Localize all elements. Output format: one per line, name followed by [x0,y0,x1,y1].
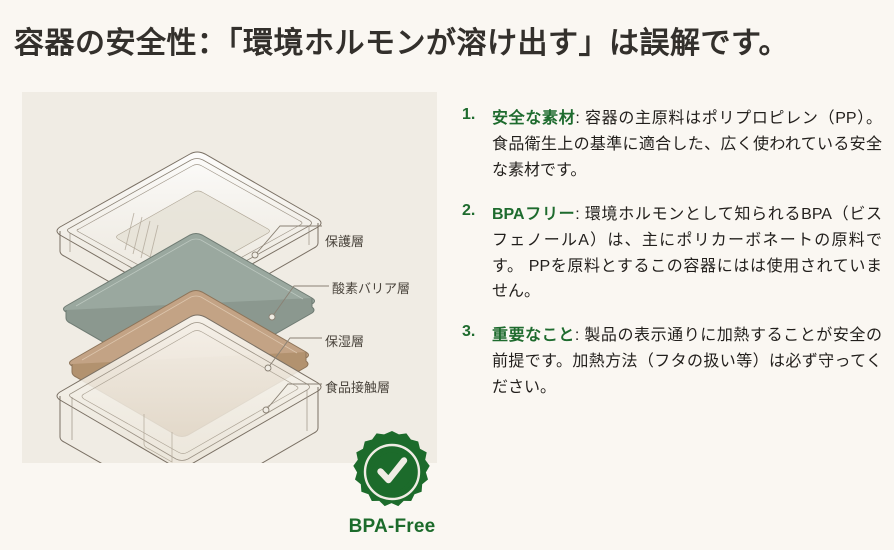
list-item-text: 環境ホルモンとして知られるBPA（ビスフェノールA）は、主にポリカーボネートの原… [492,205,882,301]
list-item-body: 重要なこと: 製品の表示通りに加熱することが安全の前提です。加熱方法（フタの扱い… [492,323,882,401]
layer-label-oxygen-barrier: 酸素バリア層 [332,281,411,296]
list-item: 3. 重要なこと: 製品の表示通りに加熱することが安全の前提です。加熱方法（フタ… [462,323,882,401]
list-item-body: BPAフリー: 環境ホルモンとして知られるBPA（ビスフェノールA）は、主にポリ… [492,202,882,306]
slide-root: 容器の安全性：「環境ホルモンが溶け出す」は誤解です。 [14,27,882,537]
check-seal-icon [353,431,430,507]
page-title: 容器の安全性：「環境ホルモンが溶け出す」は誤解です。 [14,27,789,60]
key-points-list: 1. 安全な素材: 容器の主原料はポリプロピレン（PP）。食品衛生上の基準に適合… [462,106,882,419]
leader-lines [251,225,329,414]
container-illustration-panel: 保護層 酸素バリア層 保湿層 食品接触層 BPA-Free [22,92,437,537]
exploded-container-diagram [56,151,329,463]
list-item-separator: : [574,327,585,345]
list-item-heading: 安全な素材 [492,110,576,127]
list-item-separator: : [575,205,585,223]
list-item-separator: : [575,110,585,127]
layer-label-moisture: 保湿層 [325,334,365,349]
bpa-free-label: BPA-Free [348,516,436,537]
list-item-number: 2. [462,201,476,219]
list-item-text: 製品の表示通りに加熱することが安全の前提です。加熱方法（フタの扱い等）は必ず守っ… [492,327,882,397]
layer-label-protective: 保護層 [325,234,365,249]
list-item-number: 3. [462,323,476,341]
layer-label-food-contact: 食品接触層 [325,380,391,395]
bottom-tray [56,314,322,463]
list-item: 1. 安全な素材: 容器の主原料はポリプロピレン（PP）。食品衛生上の基準に適合… [462,106,882,184]
list-item-text: 容器の主原料はポリプロピレン（PP）。食品衛生上の基準に適合した、広く使われてい… [492,110,882,179]
list-item: 2. BPAフリー: 環境ホルモンとして知られるBPA（ビスフェノールA）は、主… [462,202,882,306]
list-item-body: 安全な素材: 容器の主原料はポリプロピレン（PP）。食品衛生上の基準に適合した、… [492,106,882,184]
list-item-heading: 重要なこと [492,327,575,345]
list-item-number: 1. [462,106,476,123]
list-item-heading: BPAフリー [492,205,576,223]
bpa-free-badge: BPA-Free [327,430,457,550]
